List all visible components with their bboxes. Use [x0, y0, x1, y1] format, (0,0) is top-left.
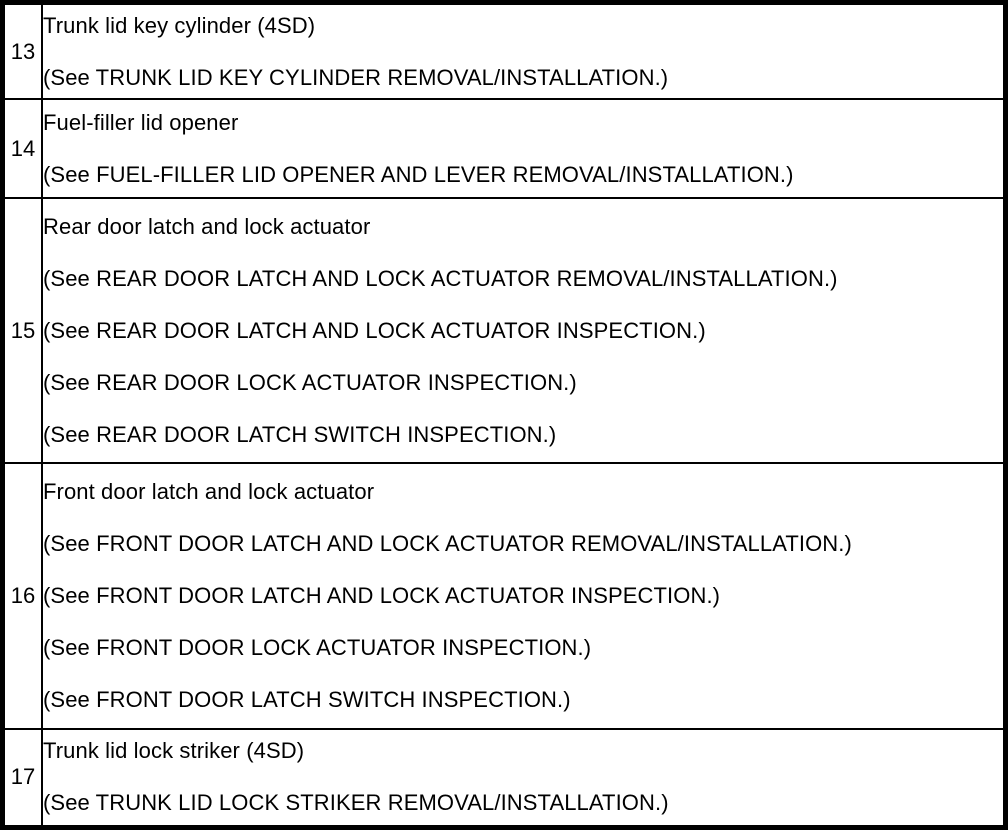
description-line: Front door latch and lock actuator — [43, 478, 375, 504]
description-line: Trunk lid lock striker (4SD) — [43, 738, 305, 764]
description-line: (See REAR DOOR LATCH AND LOCK ACTUATOR I… — [43, 317, 706, 343]
table-row: 15 Rear door latch and lock actuator (See… — [1, 197, 1007, 465]
table-row: 16 Front door latch and lock actuator (Se… — [1, 462, 1007, 730]
description-line: (See REAR DOOR LATCH AND LOCK ACTUATOR R… — [43, 265, 838, 291]
description-line: (See FRONT DOOR LOCK ACTUATOR INSPECTION… — [43, 634, 592, 660]
row-number: 17 — [1, 727, 43, 829]
description-line: (See FRONT DOOR LATCH SWITCH INSPECTION.… — [43, 686, 571, 712]
table-row: 13 Trunk lid key cylinder (4SD) (See TRUN… — [1, 1, 1007, 101]
description-line: (See REAR DOOR LOCK ACTUATOR INSPECTION.… — [43, 369, 577, 395]
row-number: 14 — [1, 98, 43, 200]
row-number: 15 — [1, 197, 43, 465]
row-description: Trunk lid lock striker (4SD) (See TRUNK L… — [41, 727, 1007, 829]
description-line: (See TRUNK LID KEY CYLINDER REMOVAL/INST… — [43, 64, 669, 90]
row-description: Front door latch and lock actuator (See F… — [41, 462, 1007, 730]
description-line: (See FRONT DOOR LATCH AND LOCK ACTUATOR … — [43, 530, 852, 556]
table-row: 17 Trunk lid lock striker (4SD) (See TRUN… — [1, 727, 1007, 829]
row-description: Trunk lid key cylinder (4SD) (See TRUNK L… — [41, 1, 1007, 101]
row-description: Rear door latch and lock actuator (See RE… — [41, 197, 1007, 465]
description-line: Trunk lid key cylinder (4SD) — [43, 12, 316, 38]
description-line: (See FRONT DOOR LATCH AND LOCK ACTUATOR … — [43, 582, 721, 608]
row-number: 13 — [1, 1, 43, 101]
description-line: Fuel-filler lid opener — [43, 109, 239, 135]
table-row: 14 Fuel-filler lid opener (See FUEL-FILLE… — [1, 98, 1007, 200]
description-line: (See FUEL-FILLER LID OPENER AND LEVER RE… — [43, 161, 794, 187]
description-line: (See TRUNK LID LOCK STRIKER REMOVAL/INST… — [43, 790, 669, 816]
description-line: Rear door latch and lock actuator — [43, 213, 371, 239]
row-description: Fuel-filler lid opener (See FUEL-FILLER L… — [41, 98, 1007, 200]
description-line: (See REAR DOOR LATCH SWITCH INSPECTION.) — [43, 421, 557, 447]
row-number: 16 — [1, 462, 43, 730]
